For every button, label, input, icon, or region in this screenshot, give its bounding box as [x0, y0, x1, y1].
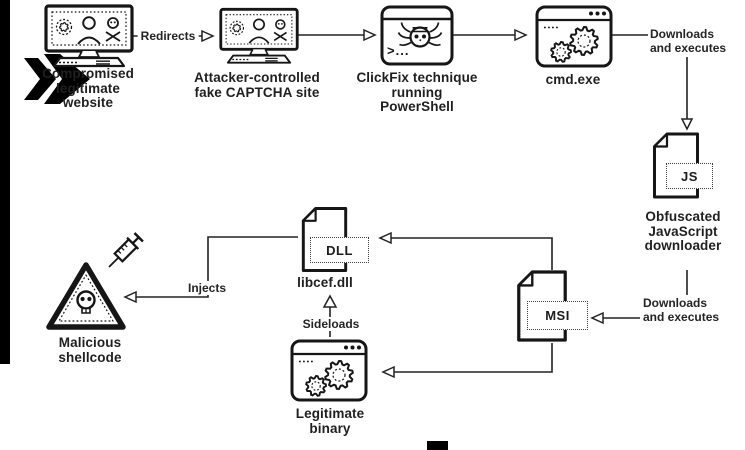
downloads-executes-mid-label: Downloads and executes — [643, 296, 720, 324]
msi-badge: MSI — [527, 301, 588, 330]
fake-captcha-label: Attacker-controlled fake CAPTCHA site — [194, 70, 320, 100]
shellcode-warning-triangle-icon — [46, 262, 126, 330]
cmd-window-icon — [535, 5, 613, 68]
clickfix-label: ClickFix technique running PowerShell — [356, 70, 478, 114]
js-badge: JS — [666, 163, 713, 189]
js-downloader-label: Obfuscated JavaScript downloader — [644, 209, 722, 253]
fake-captcha-monitor-icon — [219, 7, 299, 64]
left-edge-bar — [0, 0, 10, 364]
cmd-label: cmd.exe — [545, 72, 601, 87]
libcef-label: libcef.dll — [297, 275, 353, 290]
injects-edge-label: Injects — [184, 281, 230, 295]
terminal-prompt-text: >... — [387, 43, 410, 58]
bottom-edge-mark — [427, 441, 448, 450]
shellcode-label: Malicious shellcode — [58, 335, 122, 365]
dll-badge: DLL — [310, 237, 369, 263]
compromised-website-monitor-icon — [44, 4, 134, 68]
downloads-executes-top-label: Downloads and executes — [650, 27, 727, 55]
syringe-icon — [108, 232, 144, 268]
sideloads-edge-label: Sideloads — [299, 317, 363, 331]
legitimate-binary-label: Legitimate binary — [295, 406, 365, 436]
redirects-edge-label: Redirects — [137, 29, 199, 43]
clickfix-skull-terminal-icon — [380, 5, 454, 66]
legitimate-binary-window-icon — [290, 339, 368, 402]
compromised-website-label: Compromised legitimate website — [42, 66, 134, 110]
